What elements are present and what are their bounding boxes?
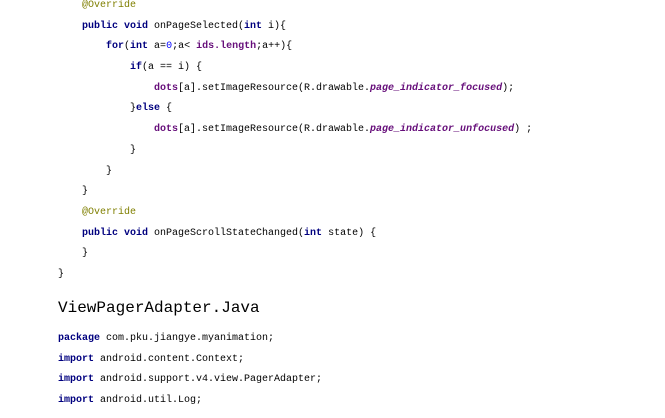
code-token-kw: public void bbox=[82, 20, 149, 32]
code-line: dots[a].setImageResource(R.drawable.page… bbox=[58, 79, 532, 100]
code-token-txt: } bbox=[130, 144, 137, 156]
code-token-ann: @Override bbox=[82, 0, 137, 11]
code-line: } bbox=[58, 244, 532, 265]
code-token-txt: ( bbox=[124, 41, 131, 53]
code-line: } bbox=[58, 265, 532, 286]
code-token-txt: } bbox=[58, 268, 65, 280]
code-token-kw: int bbox=[304, 227, 323, 239]
code-token-kw: import bbox=[58, 353, 95, 365]
code-line: } bbox=[58, 182, 532, 203]
code-token-txt: ;a++){ bbox=[256, 41, 293, 53]
code-line: }else { bbox=[58, 99, 532, 120]
code-line: if(a == i) { bbox=[58, 58, 532, 79]
code-line: public void onPageScrollStateChanged(int… bbox=[58, 224, 532, 245]
code-token-kw: for bbox=[106, 41, 125, 53]
code-line: import android.util.Log; bbox=[58, 391, 322, 412]
code-token-txt: android.util.Log; bbox=[94, 395, 203, 407]
code-token-txt: [a].setImageResource(R.drawable. bbox=[178, 82, 371, 94]
code-line: import android.support.v4.view.PagerAdap… bbox=[58, 370, 322, 391]
code-token-txt: [a].setImageResource(R.drawable. bbox=[178, 124, 371, 136]
code-line: public void onPageSelected(int i){ bbox=[58, 17, 532, 38]
code-token-fld: dots bbox=[154, 124, 179, 136]
code-token-kw: if bbox=[130, 62, 143, 74]
code-token-txt: } bbox=[82, 186, 89, 198]
file-heading: ViewPagerAdapter.Java bbox=[58, 299, 260, 317]
code-line: } bbox=[58, 162, 532, 183]
code-token-txt: ); bbox=[502, 82, 515, 94]
code-line: dots[a].setImageResource(R.drawable.page… bbox=[58, 120, 532, 141]
code-token-kw: public void bbox=[82, 227, 149, 239]
code-line: import android.content.Context; bbox=[58, 350, 322, 371]
code-line: @Override bbox=[58, 0, 532, 17]
code-token-ann: @Override bbox=[82, 206, 137, 218]
code-token-kw: import bbox=[58, 395, 95, 407]
code-token-txt: com.pku.jiangye.myanimation; bbox=[100, 333, 275, 344]
code-token-txt: (a == i) { bbox=[142, 62, 203, 74]
code-token-sfld: page_indicator_unfocused bbox=[370, 124, 515, 136]
code-token-fld: dots bbox=[154, 82, 179, 94]
code-token-kw: else bbox=[136, 103, 161, 115]
code-token-txt: i){ bbox=[262, 20, 287, 32]
code-token-txt: { bbox=[160, 103, 173, 115]
code-token-txt: state) { bbox=[322, 227, 377, 239]
code-block-listener: @Override public void onPageSelected(int … bbox=[58, 0, 532, 286]
code-token-fld: ids.length bbox=[196, 41, 257, 53]
code-token-txt: onPageSelected( bbox=[148, 20, 245, 32]
code-line: for(int a=0;a< ids.length;a++){ bbox=[58, 37, 532, 58]
code-line: @Override bbox=[58, 203, 532, 224]
code-token-txt: } bbox=[130, 103, 137, 115]
code-token-num: 0 bbox=[166, 41, 173, 53]
code-token-txt: } bbox=[82, 248, 89, 260]
code-block-adapter: package com.pku.jiangye.myanimation;impo… bbox=[58, 329, 322, 412]
code-line: } bbox=[58, 141, 532, 162]
code-token-kw: int bbox=[244, 20, 263, 32]
code-token-kw: int bbox=[130, 41, 149, 53]
code-token-txt: onPageScrollStateChanged( bbox=[148, 227, 305, 239]
code-token-kw: import bbox=[58, 374, 95, 386]
code-token-txt: ) ; bbox=[514, 124, 533, 136]
code-line: package com.pku.jiangye.myanimation; bbox=[58, 329, 322, 350]
code-token-txt: } bbox=[106, 165, 113, 177]
code-token-sfld: page_indicator_focused bbox=[370, 82, 503, 94]
code-token-txt: android.support.v4.view.PagerAdapter; bbox=[94, 374, 323, 386]
code-token-txt: android.content.Context; bbox=[94, 353, 245, 365]
code-token-kw: package bbox=[58, 333, 101, 344]
code-token-txt: ;a< bbox=[172, 41, 197, 53]
code-token-txt: a= bbox=[148, 41, 167, 53]
